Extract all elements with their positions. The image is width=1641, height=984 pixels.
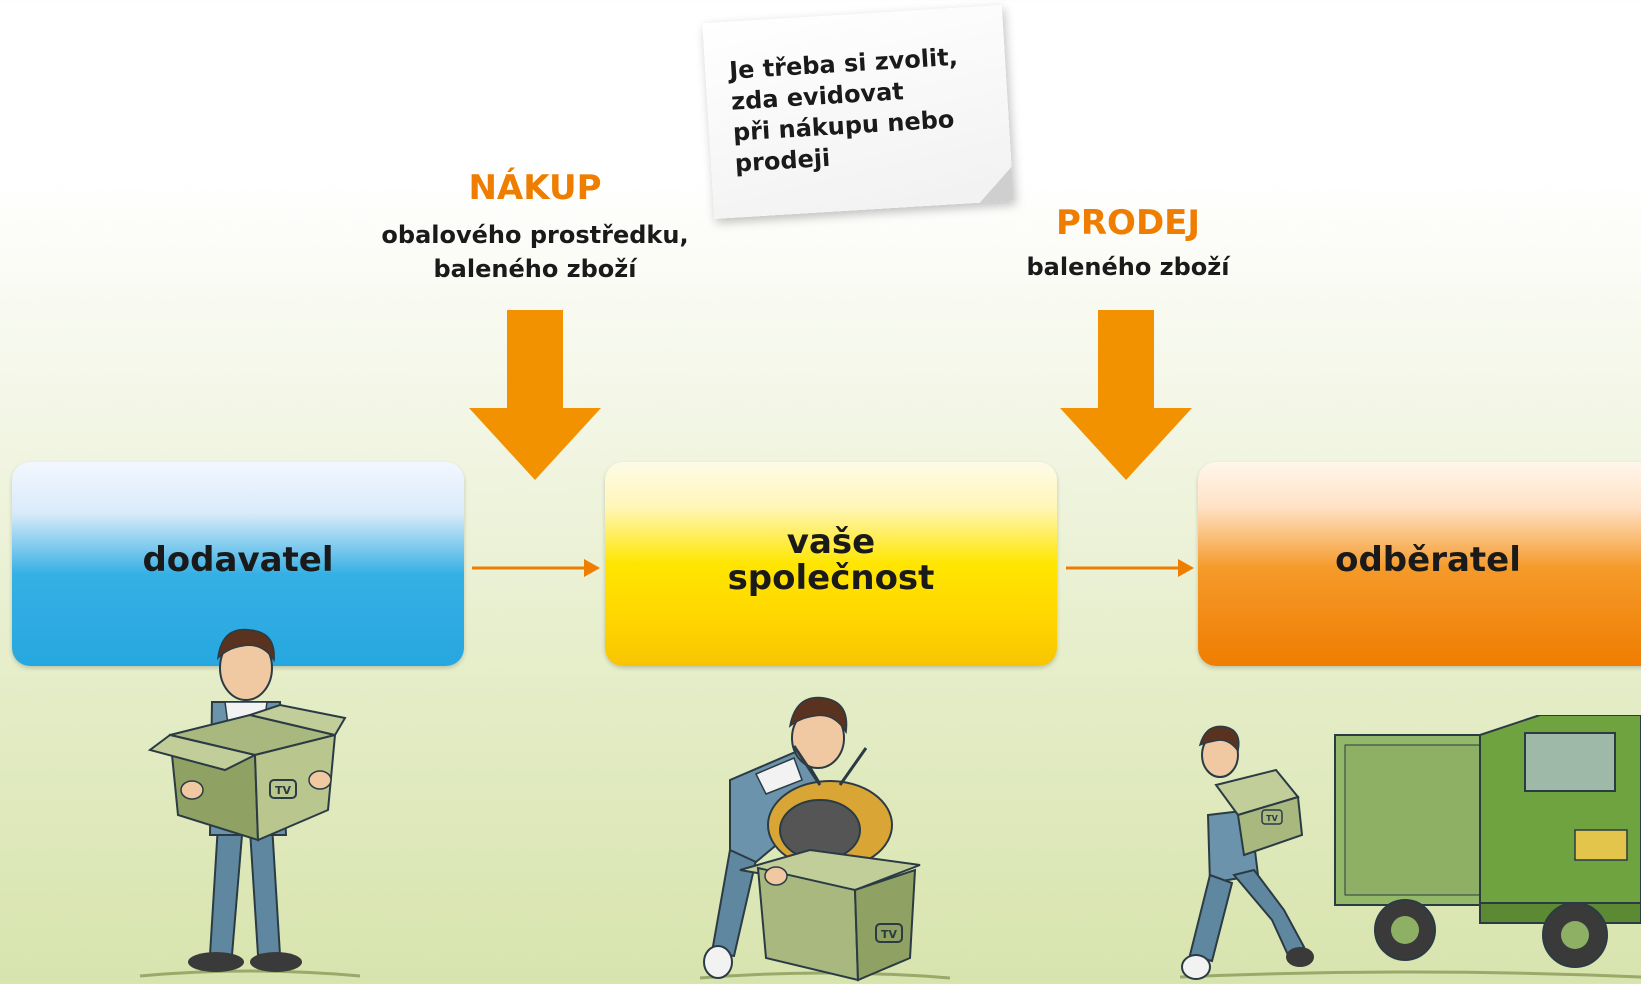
box-tv-marking: TV [1266,814,1278,823]
note-fold-corner [977,166,1014,203]
sticky-note: Je třeba si zvolit, zda evidovat při nák… [702,5,1014,219]
sale-subtitle: baleného zboží [1026,253,1230,281]
box-tv-marking: TV [275,784,292,797]
box-tv-marking: TV [881,928,898,941]
company-label: vaše společnost [728,524,935,596]
sale-title: PRODEJ [1055,203,1201,243]
customer-node: odběratel [1198,462,1641,666]
supplier-label: dodavatel [142,540,334,580]
purchase-down-arrow [469,310,601,480]
customer-label: odběratel [1335,540,1521,580]
company-node: vaše společnost [605,462,1057,666]
flow-arrow-company-to-customer [1066,559,1194,577]
company-label-line: společnost [727,558,935,598]
purchase-title: NÁKUP [468,168,602,208]
flow-arrow-supplier-to-company [472,559,600,577]
note-text: Je třeba si zvolit, zda evidovat při nák… [728,40,1001,180]
purchase-subtitle-line: obalového prostředku, [381,221,689,249]
worker-packing-tv-illustration: TV [699,696,951,982]
purchase-subtitle: obalového prostředku, baleného zboží [360,218,710,286]
company-label-line: vaše [786,522,876,562]
worker-loading-truck-illustration: TV [1180,715,1641,980]
purchase-subtitle-line: baleného zboží [433,255,637,283]
worker-carrying-box-illustration: TV [139,628,361,978]
sale-down-arrow [1060,310,1192,480]
